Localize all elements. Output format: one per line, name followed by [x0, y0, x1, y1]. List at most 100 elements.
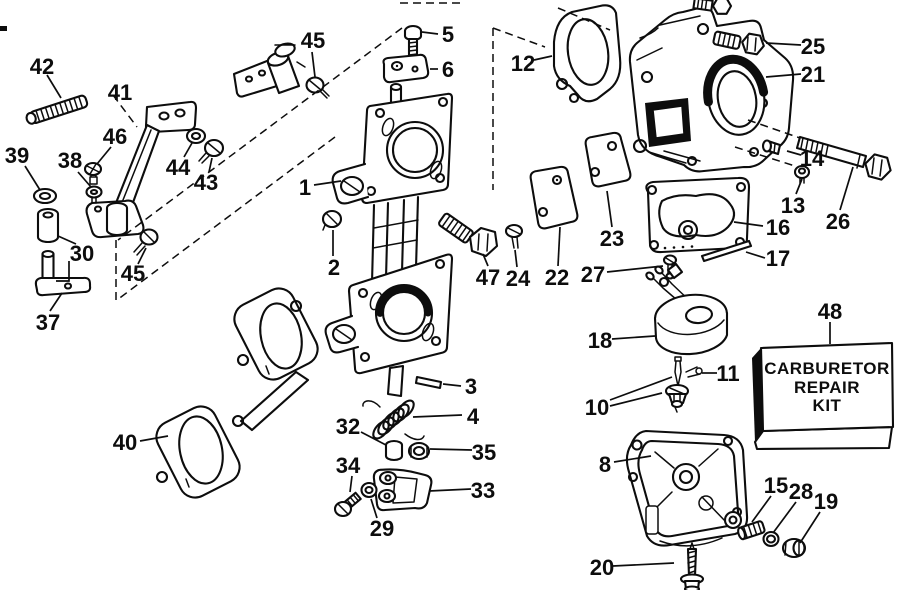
callout-35: 35: [472, 440, 496, 465]
projection-dashed-line: [734, 146, 796, 167]
kit-box-line-2: REPAIR: [794, 378, 860, 397]
callout-41: 41: [108, 80, 132, 105]
callout-leader-8: [613, 455, 652, 463]
part-clip-11: [685, 366, 703, 378]
part-screw-15: [737, 520, 766, 541]
part-needle-10: [674, 356, 682, 387]
callout-leader-42: [46, 74, 62, 99]
part-rod-17: [700, 239, 753, 263]
callout-leader-38: [77, 171, 92, 188]
part-nut-38: [85, 185, 103, 204]
part-bolt-5: [403, 24, 423, 59]
callout-3: 3: [465, 374, 477, 399]
kit-box-line-3: KIT: [813, 396, 842, 415]
callout-20: 20: [590, 555, 614, 580]
callout-leader-27: [606, 265, 664, 273]
part-screw-24: [504, 223, 524, 249]
part-spring-4: [362, 399, 425, 441]
callout-leader-10: [609, 392, 663, 407]
part-sleeve-32: [384, 439, 404, 462]
callout-leader-25: [765, 42, 802, 46]
part-carburetor-body-1: [324, 82, 454, 398]
callout-38: 38: [58, 148, 82, 173]
part-screw-19: [781, 537, 807, 559]
part-plate-6: [382, 53, 430, 84]
projection-dashed-line: [747, 119, 801, 139]
callout-45: 45: [121, 261, 145, 286]
callout-34: 34: [336, 453, 361, 478]
callout-6: 6: [442, 57, 454, 82]
callout-46: 46: [103, 124, 127, 149]
part-washer-44: [185, 127, 207, 145]
part-screw-45-bottom: [133, 228, 159, 256]
callout-2: 2: [328, 255, 340, 280]
part-screw-43: [198, 138, 225, 164]
callout-leader-32: [360, 431, 387, 446]
callout-5: 5: [442, 22, 454, 47]
callout-18: 18: [588, 328, 612, 353]
part-plate-22: [529, 165, 579, 230]
projection-dashed-line: [492, 27, 546, 48]
callout-11: 11: [716, 361, 739, 386]
callout-10: 10: [585, 395, 609, 420]
callout-37: 37: [36, 310, 60, 335]
part-screw-34: [333, 491, 362, 518]
callout-leader-22: [557, 226, 561, 267]
callout-32: 32: [336, 414, 360, 439]
callout-leader-28: [772, 501, 797, 534]
callout-leader-14: [786, 150, 802, 156]
callout-leader-12: [533, 55, 553, 61]
part-bolt-top-edge: [692, 0, 733, 15]
callout-45: 45: [301, 28, 325, 53]
part-nut-35: [407, 441, 431, 461]
callout-leader-26: [839, 166, 854, 211]
callout-27: 27: [581, 262, 605, 287]
callout-44: 44: [166, 155, 191, 180]
callout-leader-10: [609, 376, 673, 401]
callout-leader-39: [24, 165, 41, 191]
callout-leader-33: [428, 488, 472, 492]
callout-4: 4: [467, 404, 480, 429]
part-spring-rod-42: [25, 94, 89, 125]
part-nut-13: [793, 164, 811, 184]
part-link-block: [232, 42, 306, 98]
callout-40: 40: [113, 430, 137, 455]
part-screw-20: [679, 542, 705, 590]
callout-leader-23: [606, 190, 613, 228]
part-bolt-47: [438, 212, 499, 258]
callout-leader-47: [482, 253, 489, 267]
part-screw-45-top: [305, 76, 330, 99]
callout-leader-3: [442, 383, 462, 387]
part-washer-29: [360, 481, 378, 499]
callout-28: 28: [789, 479, 813, 504]
callout-29: 29: [370, 516, 394, 541]
callout-15: 15: [764, 473, 788, 498]
callout-leader-46: [96, 146, 112, 165]
callout-leader-29: [370, 498, 378, 519]
part-bolt-26: [795, 135, 892, 181]
callout-23: 23: [600, 226, 624, 251]
scan-artifact: [0, 26, 7, 31]
callout-21: 21: [801, 62, 825, 87]
part-roller-30: [36, 207, 60, 244]
callout-leader-44: [183, 142, 193, 158]
callout-25: 25: [801, 34, 825, 59]
callout-22: 22: [545, 265, 569, 290]
callout-leader-20: [612, 562, 675, 567]
projection-lines-layer: [112, 2, 801, 301]
callout-43: 43: [194, 170, 218, 195]
callout-leader-43: [208, 157, 213, 173]
projection-dashed-line: [112, 94, 138, 128]
callout-19: 19: [814, 489, 838, 514]
callout-48: 48: [818, 299, 842, 324]
callout-leader-34: [349, 475, 353, 493]
callout-leaders-layer: [24, 31, 854, 567]
callout-33: 33: [471, 478, 495, 503]
callout-leader-16: [733, 221, 764, 227]
callout-leader-4: [412, 414, 463, 418]
callout-leader-45: [137, 247, 147, 265]
callout-39: 39: [5, 143, 29, 168]
